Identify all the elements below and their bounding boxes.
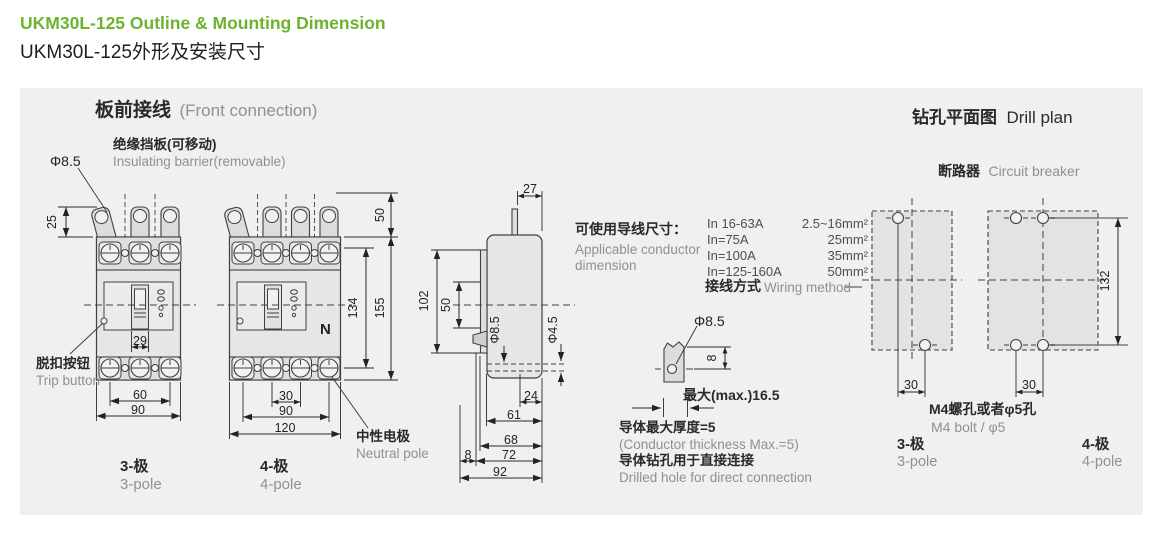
front-view-3pole-drawing [84, 194, 196, 381]
conductor-row-current: In=75A [707, 232, 749, 247]
dim-label-50-side: 50 [439, 298, 453, 312]
dim-label-90-3p: 90 [131, 403, 145, 417]
dim-label-50: 50 [373, 208, 387, 222]
drill-plan-heading: 钻孔平面图 Drill plan [912, 107, 1073, 129]
wiring-method-detail [632, 286, 862, 417]
conductor-row-current: In=100A [707, 248, 756, 263]
conductor-heading-en1: Applicable conductor [575, 242, 701, 257]
conductor-note1-zh: 导体最大厚度=5 [619, 420, 716, 435]
conductor-row-size: 50mm² [827, 264, 868, 279]
wiring-method-label-en: Wiring method [764, 280, 852, 295]
dim-label-29: 29 [133, 334, 147, 348]
conductor-note1-en: (Conductor thickness Max.=5) [619, 437, 799, 452]
dim-label-120: 120 [274, 421, 296, 435]
dim-label-134: 134 [346, 297, 360, 319]
circuit-breaker-label-zh: 断路器 [938, 163, 980, 179]
conductor-row-current: In 16-63A [707, 216, 764, 231]
dim-label-155: 155 [373, 297, 387, 319]
front-4pole-label-zh: 4-极 [260, 458, 289, 475]
bolt-spec-label-en: M4 bolt / φ5 [931, 419, 1006, 435]
front-3pole-label-zh: 3-极 [120, 458, 149, 475]
trip-button-mark [100, 317, 108, 325]
conductor-heading-zh: 可使用导线尺寸： [575, 221, 687, 237]
dim-label-90-4p: 90 [279, 404, 293, 418]
dim-label-max165: 最大(max.)16.5 [683, 387, 780, 403]
insulating-barrier-label-en: Insulating barrier(removable) [113, 154, 286, 169]
drawing-panel [20, 88, 1143, 515]
dim-label-60: 60 [133, 388, 147, 402]
conductor-hole [666, 363, 678, 375]
drill-plan-3pole [862, 198, 962, 397]
circuit-breaker-label-en: Circuit breaker [988, 163, 1080, 179]
dim-label-8-side: 8 [464, 448, 472, 462]
drill-plan-heading-en: Drill plan [1006, 108, 1073, 127]
dim-label-132: 132 [1098, 270, 1112, 292]
wiring-hole-diameter-label: Φ8.5 [694, 313, 725, 329]
conductor-row-size: 25mm² [827, 232, 868, 247]
front-3pole-label-en: 3-pole [120, 476, 162, 493]
conductor-note2-en: Drilled hole for direct connection [619, 470, 812, 485]
neutral-n-mark: N [320, 321, 331, 338]
drill-4pole-label-en: 4-pole [1082, 454, 1123, 470]
trip-button-label-en: Trip button [36, 373, 101, 388]
dim-label-30-drill-4p: 30 [1022, 378, 1036, 392]
front-4pole-label-en: 4-pole [260, 476, 302, 493]
dim-label-24: 24 [524, 389, 538, 403]
drill-3pole-label-en: 3-pole [897, 454, 938, 470]
dim-label-102: 102 [417, 290, 431, 312]
dim-label-27: 27 [523, 182, 537, 196]
wiring-method-label-zh: 接线方式 [705, 278, 761, 294]
side-view-dimensions [431, 191, 565, 483]
drill-plan-4pole [978, 198, 1128, 397]
dim-label-68: 68 [504, 433, 518, 447]
dim-label-8-wiring: 8 [705, 354, 719, 362]
front-view-4pole-dimensions [229, 192, 398, 439]
neutral-pole-label-zh: 中性电极 [356, 429, 410, 444]
trip-button-label-zh: 脱扣按钮 [36, 356, 90, 371]
dim-label-72: 72 [502, 448, 516, 462]
dim-label-30-drill-3p: 30 [904, 378, 918, 392]
conductor-row-current: In=125-160A [707, 264, 782, 279]
dim-label-25: 25 [45, 215, 59, 229]
dim-label-phi85-side: Φ8.5 [488, 316, 502, 344]
page-title-en: UKM30L-125 Outline & Mounting Dimension [20, 13, 386, 33]
conductor-bar [663, 341, 685, 383]
dim-label-30: 30 [279, 389, 293, 403]
conductor-row-size: 2.5~16mm² [801, 216, 868, 231]
drill-3pole-label-zh: 3-极 [897, 437, 925, 453]
drill-4pole-label-zh: 4-极 [1082, 437, 1110, 453]
insulating-barrier-label-zh: 绝缘挡板(可移动) [113, 137, 217, 152]
front-connection-heading-zh: 板前接线 [95, 100, 172, 121]
conductor-heading-en2: dimension [575, 258, 637, 273]
conductor-row-size: 35mm² [827, 248, 868, 263]
neutral-pole-label-en: Neutral pole [356, 446, 429, 461]
toggle-handle [472, 330, 488, 348]
front-connection-heading-en: (Front connection) [179, 101, 318, 120]
circuit-breaker-label: 断路器 Circuit breaker [938, 162, 1079, 182]
page-title-zh: UKM30L-125外形及安装尺寸 [20, 42, 265, 63]
drill-plan-heading-zh: 钻孔平面图 [912, 108, 997, 127]
front-view-4pole-drawing [217, 194, 352, 381]
lug-hole-diameter-label: Φ8.5 [50, 153, 81, 169]
dim-label-61: 61 [507, 408, 521, 422]
dim-label-92: 92 [493, 465, 507, 479]
bolt-spec-label-zh: M4螺孔或者φ5孔 [929, 401, 1037, 417]
dim-label-phi45-side: Φ4.5 [546, 316, 560, 344]
conductor-note2-zh: 导体钻孔用于直接连接 [619, 453, 754, 468]
front-connection-heading: 板前接线 (Front connection) [95, 99, 317, 123]
side-view-drawing [453, 208, 575, 379]
front-view-3pole-dimensions [58, 167, 181, 421]
